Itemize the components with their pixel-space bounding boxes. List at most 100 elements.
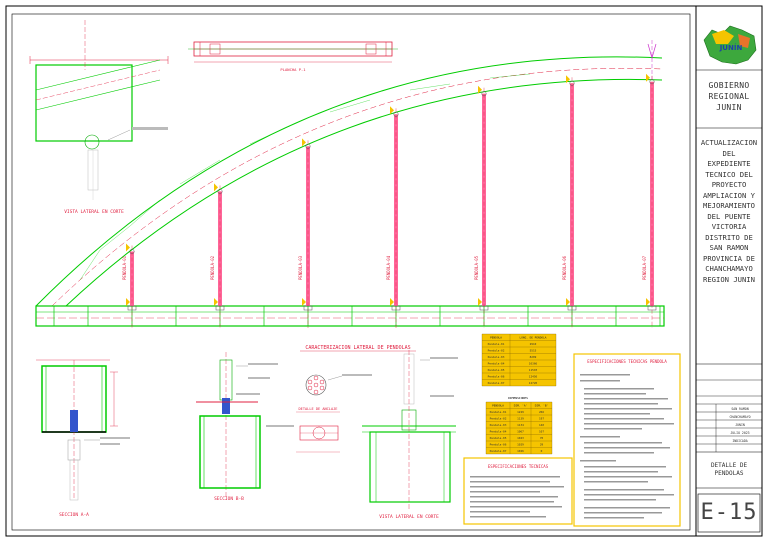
hanger-label: PENDOLA-02 — [210, 255, 215, 280]
hanger-label: PENDOLA-07 — [642, 255, 647, 280]
table-cell: Pendola-06 — [490, 443, 507, 447]
section-marker-1 — [566, 298, 570, 306]
plate-label: PLANCHA P-1 — [280, 67, 306, 72]
hanger-pin — [217, 188, 223, 194]
table-cell: 5515 — [530, 349, 537, 353]
table-cell: 12720 — [529, 381, 538, 385]
scale-value: INDICADA — [732, 439, 747, 443]
hanger-rod — [394, 114, 398, 306]
hanger-rod — [482, 93, 486, 306]
elevation-title: CARACTERIZACION LATERAL DE PENDOLAS — [305, 345, 410, 351]
table-header-cell: DIM. 'B' — [535, 404, 548, 408]
section-a-title: SECCION A-A — [59, 512, 89, 518]
hanger-base — [567, 305, 577, 311]
project-name: ACTUALIZACION DEL EXPEDIENTE TECNICO DEL… — [700, 138, 758, 284]
hanger-pin — [129, 249, 135, 254]
table-cell: 0 — [541, 449, 543, 453]
hanger-pin — [305, 143, 311, 149]
table-cell: 266 — [539, 410, 544, 414]
hanger-label: PENDOLA-01 — [122, 255, 127, 280]
title-block: JUNÍN SAN RAMON CHANCHAMAYO JUNIN JULIO … — [696, 25, 762, 533]
table-cell: 1139 — [517, 417, 524, 421]
table-cell: 1043 — [517, 436, 524, 440]
plate-detail: PLANCHA P-1 — [188, 41, 398, 72]
sheet-code: E-15 — [700, 500, 758, 525]
hanger-base — [127, 305, 137, 311]
table-cell: Pendola-05 — [488, 368, 505, 372]
logo: JUNÍN — [703, 25, 757, 65]
side-section-right: VISTA LATERAL EN CORTE — [362, 350, 458, 520]
hanger-3: PENDOLA-03 — [298, 138, 313, 328]
hanger-base — [647, 305, 657, 311]
specs-right-box: ESPECIFICACIONES TECNICAS PENDOLA — [573, 353, 681, 527]
table-cell: Pendola-01 — [490, 410, 507, 414]
side-view-top-left: VISTA LATERAL EN CORTE — [29, 20, 169, 215]
section-a: SECCION A-A — [36, 359, 130, 518]
section-marker-2 — [646, 73, 650, 82]
table-cell: 1029 — [517, 443, 524, 447]
drawing-frame — [11, 13, 691, 531]
hanger-pin — [481, 91, 487, 97]
table-cell: Pendola-04 — [488, 362, 505, 366]
hanger-2: PENDOLA-02 — [210, 183, 225, 328]
section-marker-1 — [390, 298, 394, 306]
table-cell: Pendola-07 — [488, 381, 505, 385]
specs-left-box: ESPECIFICACIONES TECNICAS — [463, 457, 573, 525]
hanger-6: PENDOLA-06 — [562, 75, 577, 328]
section-marker-1 — [126, 298, 130, 306]
table-cell: Pendola-04 — [490, 430, 507, 434]
table-cell: 140 — [539, 423, 544, 427]
owner-name: GOBIERNO REGIONAL JUNIN — [708, 81, 750, 112]
table-cell: 70 — [540, 436, 544, 440]
hanger-base — [215, 305, 225, 311]
table-cell: 197 — [539, 417, 544, 421]
section-marker-2 — [126, 243, 130, 252]
table-cell: Pendola-06 — [488, 375, 505, 379]
table-dimensions-title: DIMENSIONES — [508, 396, 528, 400]
anchor-detail: DETALLE DE ANCLAJE — [296, 374, 372, 453]
hanger-base — [391, 305, 401, 311]
table-cell: 29 — [540, 443, 544, 447]
hanger-1: PENDOLA-01 — [122, 243, 137, 328]
section-marker-2 — [478, 85, 482, 94]
table-cell: 1229 — [517, 410, 524, 414]
hanger-label: PENDOLA-06 — [562, 255, 567, 280]
table-cell: 10366 — [529, 362, 538, 366]
location-value: SAN RAMON — [731, 407, 748, 411]
specs-left-title: ESPECIFICACIONES TECNICAS — [488, 464, 549, 469]
hanger-label: PENDOLA-04 — [386, 255, 391, 280]
hanger-7: PENDOLA-07 — [642, 73, 657, 328]
side-view-title: VISTA LATERAL EN CORTE — [64, 209, 124, 215]
sheet-name: DETALLE DE PENDOLAS — [710, 462, 748, 477]
hanger-4: PENDOLA-04 — [386, 106, 401, 328]
table-cell: Pendola-05 — [490, 436, 507, 440]
table-cell: Pendola-02 — [488, 349, 505, 353]
table-cell: Pendola-01 — [488, 342, 505, 346]
section-marker-1 — [214, 298, 218, 306]
hanger-rod — [650, 81, 654, 307]
hangers: PENDOLA-01 PENDOLA-02 PENDOLA-03 PENDOLA-04… — [122, 73, 657, 328]
table-cell: 8209 — [530, 355, 537, 359]
table-cell: Pendola-02 — [490, 417, 507, 421]
section-marker-2 — [302, 138, 306, 147]
sheet-border — [5, 5, 763, 537]
section-b-title: SECCION B-B — [214, 496, 244, 502]
table-cell: 12450 — [529, 375, 538, 379]
table-cell: Pendola-07 — [490, 449, 507, 453]
section-b: SECCION B-B — [196, 352, 294, 502]
date-value: JULIO 2023 — [730, 431, 749, 435]
table-cell: 1067 — [517, 430, 524, 434]
hanger-label: PENDOLA-05 — [474, 255, 479, 280]
side-section-title: VISTA LATERAL EN CORTE — [379, 514, 439, 520]
table-cell: Pendola-03 — [490, 423, 507, 427]
hanger-pin — [649, 79, 655, 85]
hanger-pin — [569, 80, 575, 86]
hanger-label: PENDOLA-03 — [298, 255, 303, 280]
specs-right-title: ESPECIFICACIONES TECNICAS PENDOLA — [587, 359, 667, 364]
hanger-pin — [393, 111, 399, 117]
table-cell: 2910 — [530, 342, 537, 346]
section-marker-2 — [390, 106, 394, 115]
table-cell: 1026 — [517, 449, 524, 453]
